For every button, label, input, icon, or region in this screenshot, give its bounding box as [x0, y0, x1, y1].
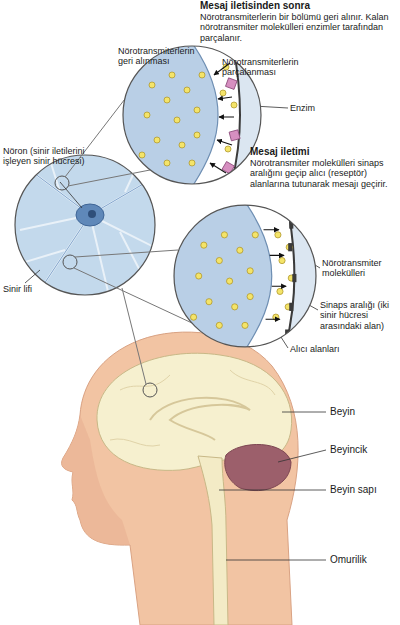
cerebellum: [225, 445, 291, 491]
part-label: Beyincik: [330, 444, 398, 456]
zoom-line: [68, 170, 150, 186]
part-label: Nörotransmiter molekülleri: [322, 258, 398, 279]
part-label: Sinaps aralığı (iki sinir hücresi arasın…: [320, 300, 400, 331]
part-label: Beyin: [330, 406, 398, 418]
part-label: Enzim: [290, 103, 350, 113]
zoom-spot: [63, 255, 77, 269]
synapse-illustration: [173, 204, 317, 348]
part-label: Omurilik: [330, 554, 398, 566]
zoom-line: [75, 250, 178, 257]
zoom-line: [122, 288, 146, 384]
part-label: Alıcı alanları: [290, 344, 380, 354]
part-label: Nöron (sinir iletilerini işleyen sinir h…: [3, 146, 95, 167]
head-silhouette: [62, 332, 299, 625]
brain-folds: [110, 370, 275, 446]
part-label: Sinir lifi: [3, 284, 63, 294]
brain-stem: [198, 456, 228, 625]
neuron-view: [10, 150, 160, 300]
zoom-spot: [55, 176, 69, 190]
neuron-circle: [15, 155, 155, 295]
part-label: Beyin sapı: [330, 484, 398, 496]
part-label: Nörotransmiterlerin geri alınması: [118, 46, 210, 67]
node-heading: Mesaj iletisinden sonra: [200, 0, 398, 12]
node-body: Nörotransmiterlerin bir bölümü geri alın…: [200, 12, 398, 43]
part-label: Nörotransmiterlerin parçalanması: [222, 57, 320, 78]
node-heading: Mesaj iletimi: [250, 146, 400, 158]
node-body: Nörotransmiter molekülleri sinaps aralığ…: [250, 158, 400, 189]
magnified-view-circle: Mesaj iletimiNörotransmiter molekülleri …: [173, 204, 317, 348]
corpus-callosum: [150, 398, 250, 440]
zoom-spot: [143, 383, 157, 397]
